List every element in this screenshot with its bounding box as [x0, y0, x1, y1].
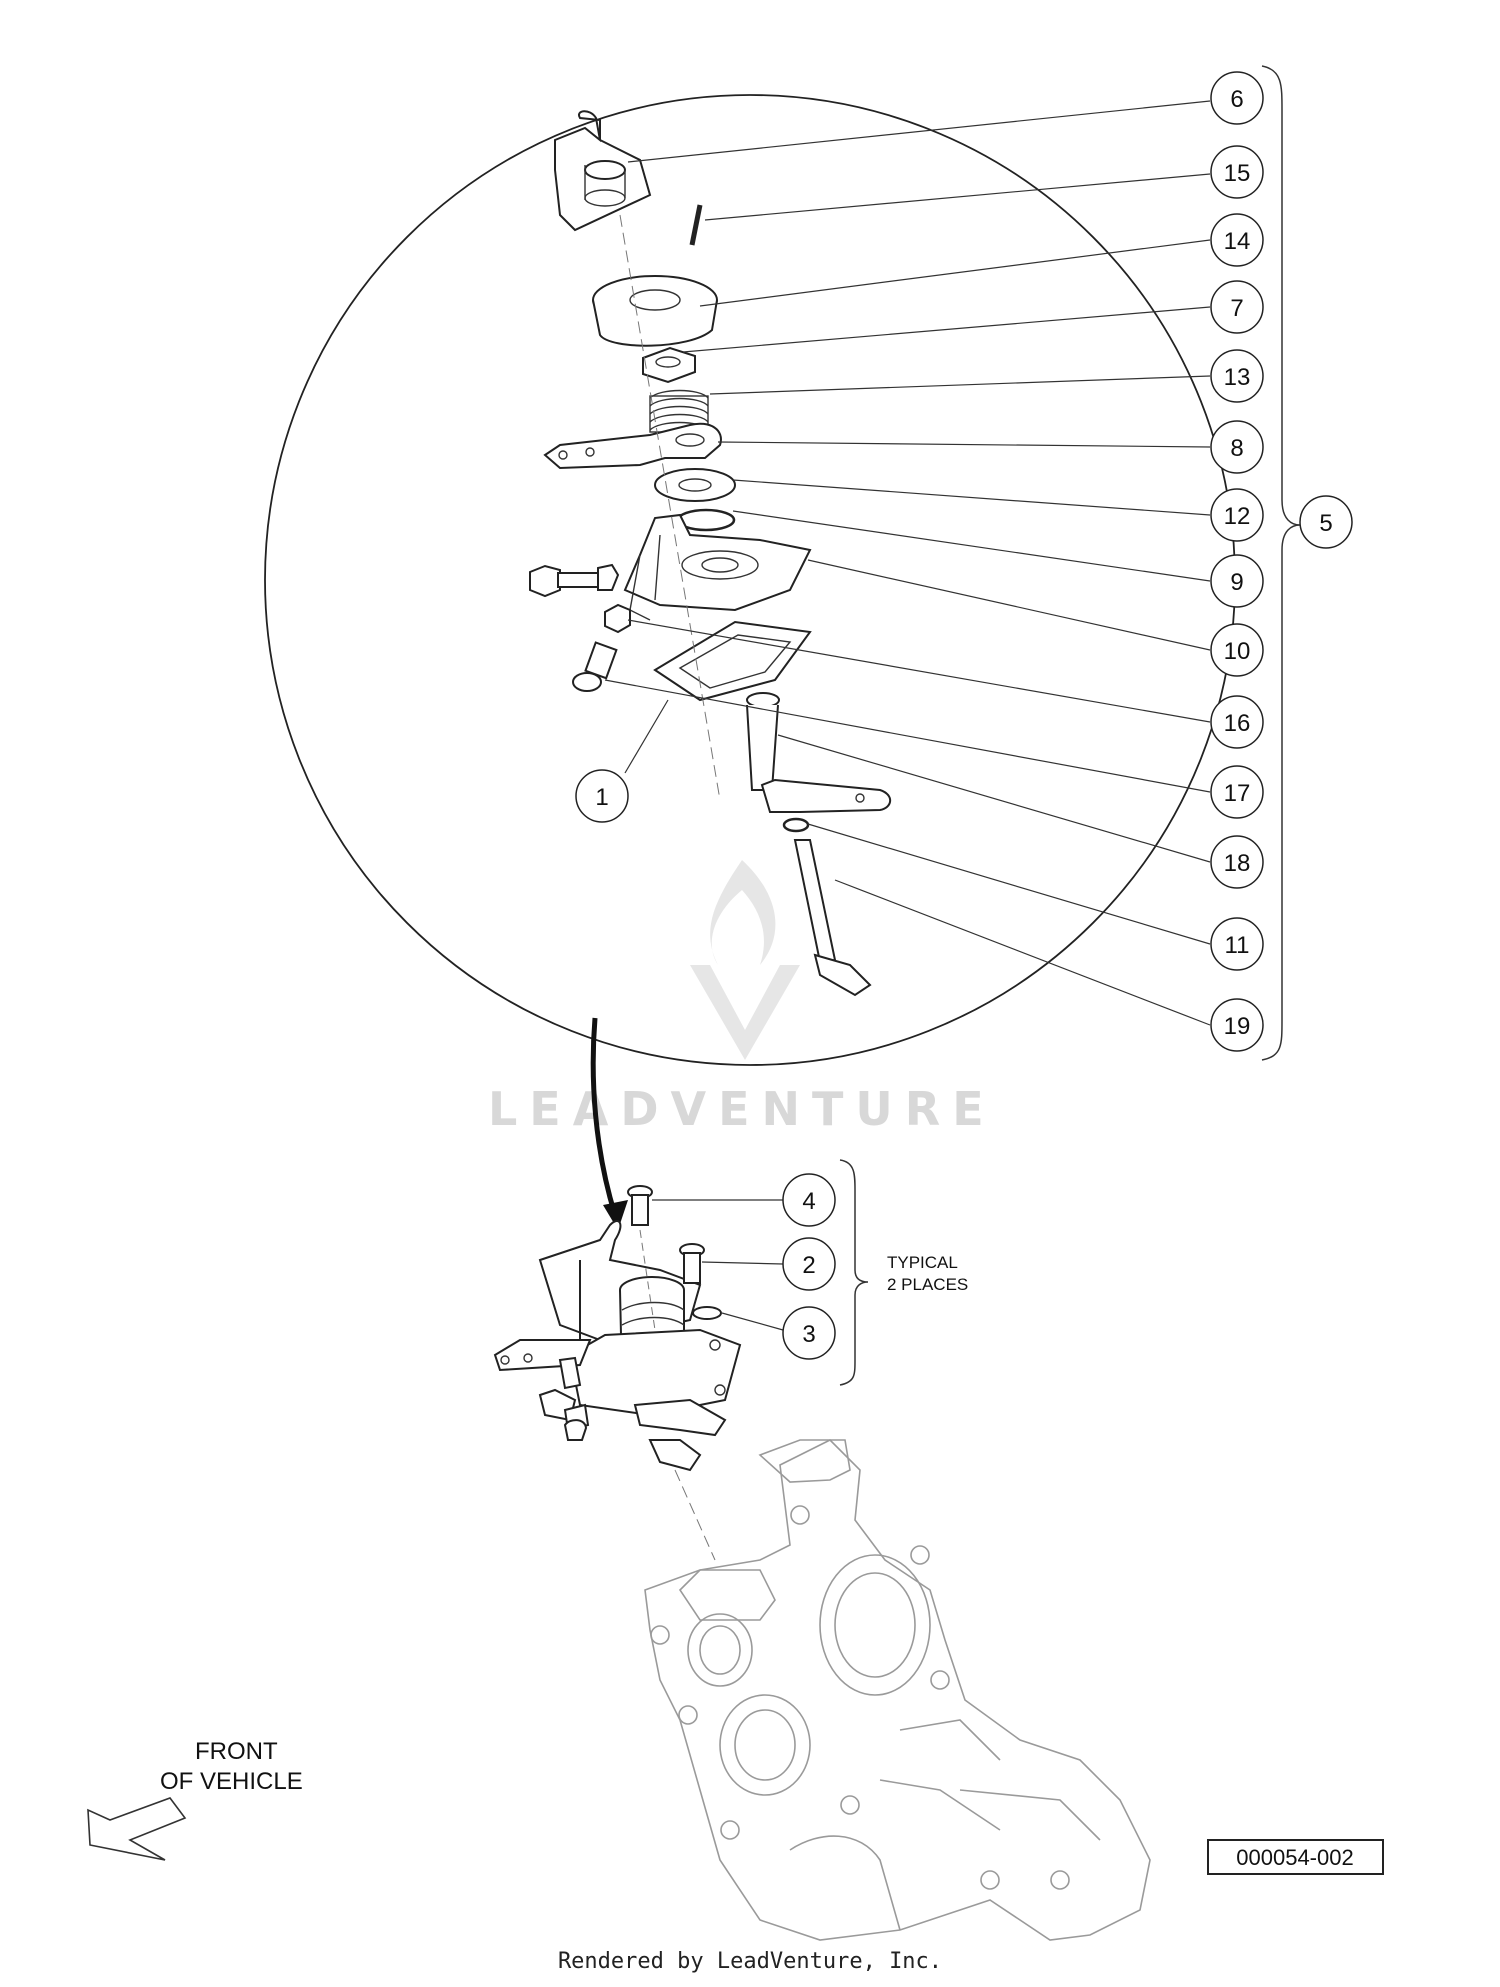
svg-text:6: 6	[1230, 86, 1243, 113]
svg-text:16: 16	[1224, 710, 1251, 737]
svg-text:15: 15	[1224, 160, 1251, 187]
svg-text:14: 14	[1224, 228, 1251, 255]
adjust-screw	[529, 563, 620, 598]
svg-text:11: 11	[1225, 932, 1250, 959]
watermark: LEADVENTURE	[488, 860, 996, 1136]
footer-credit: Rendered by LeadVenture, Inc.	[558, 1949, 942, 1974]
callout-12: 12	[1210, 488, 1264, 542]
part-2-bolt	[679, 1243, 705, 1284]
front-arrow-icon	[87, 1797, 187, 1861]
part-7-nut	[642, 346, 696, 384]
doc-id-text: 000054-002	[1236, 1845, 1353, 1870]
part-18-shaft	[746, 692, 892, 813]
callout-6: 6	[1210, 71, 1264, 125]
part-8-lever	[543, 422, 722, 470]
part-19-shaft	[793, 839, 872, 997]
callout-19: 19	[1210, 998, 1264, 1052]
leader-lines	[604, 100, 1211, 1026]
watermark-text: LEADVENTURE	[488, 1082, 996, 1136]
part-4-bolt	[627, 1185, 656, 1331]
watermark-v-icon	[690, 965, 800, 1060]
assembly-arrow	[590, 1017, 628, 1230]
svg-text:12: 12	[1224, 503, 1251, 530]
svg-text:7: 7	[1230, 295, 1243, 322]
svg-text:8: 8	[1230, 435, 1243, 462]
callout-1: 1	[575, 769, 629, 823]
svg-text:5: 5	[1319, 510, 1332, 537]
typical-note-line2: 2 PLACES	[887, 1275, 968, 1294]
svg-text:2: 2	[802, 1252, 815, 1279]
svg-text:17: 17	[1224, 780, 1251, 807]
callout-8: 8	[1210, 420, 1264, 474]
callout-7: 7	[1210, 280, 1264, 334]
doc-id-box	[1207, 1839, 1384, 1875]
part-17-screw	[572, 641, 618, 692]
transaxle-housing	[644, 1439, 1151, 1941]
callout-2: 2	[782, 1237, 836, 1291]
callout-5: 5	[1299, 495, 1353, 549]
part-15-pin	[689, 204, 703, 246]
front-label-line1: FRONT	[195, 1738, 278, 1765]
callout-13: 13	[1210, 349, 1264, 403]
part-14-collar	[592, 275, 718, 347]
part-16-nut	[604, 603, 631, 634]
axis-centerline	[619, 214, 721, 801]
part-1-gasket	[653, 620, 812, 702]
watermark-flame-icon	[710, 860, 776, 965]
part-10-housing	[623, 513, 812, 621]
svg-text:1: 1	[595, 784, 608, 811]
fasteners	[627, 1185, 722, 1331]
svg-text:3: 3	[802, 1321, 815, 1348]
callout-3: 3	[782, 1306, 836, 1360]
part-12-washer	[654, 468, 736, 502]
callout-17: 17	[1210, 765, 1264, 819]
callout-9: 9	[1210, 554, 1264, 608]
part-6-bracket	[554, 110, 652, 232]
svg-text:9: 9	[1230, 569, 1243, 596]
callout-16: 16	[1210, 695, 1264, 749]
group-5-bracket	[1261, 65, 1301, 1061]
typical-note-line1: TYPICAL	[887, 1253, 958, 1272]
svg-text:19: 19	[1224, 1013, 1251, 1040]
typical-bracket	[839, 1159, 869, 1386]
exploded-assembly	[529, 110, 892, 997]
front-label-line2: OF VEHICLE	[160, 1768, 303, 1795]
leader-lines-lower	[652, 1199, 784, 1331]
part-11-clip	[782, 817, 810, 833]
callout-10: 10	[1210, 623, 1264, 677]
assembled-mechanism	[493, 1220, 742, 1561]
svg-text:4: 4	[802, 1188, 815, 1215]
svg-text:10: 10	[1224, 638, 1251, 665]
callout-18: 18	[1210, 835, 1264, 889]
callout-15: 15	[1210, 145, 1264, 199]
svg-text:18: 18	[1224, 850, 1251, 877]
part-3-washer	[692, 1306, 722, 1320]
svg-text:13: 13	[1224, 364, 1251, 391]
callout-11: 11	[1210, 917, 1264, 971]
callout-14: 14	[1210, 213, 1264, 267]
callout-4: 4	[782, 1173, 836, 1227]
